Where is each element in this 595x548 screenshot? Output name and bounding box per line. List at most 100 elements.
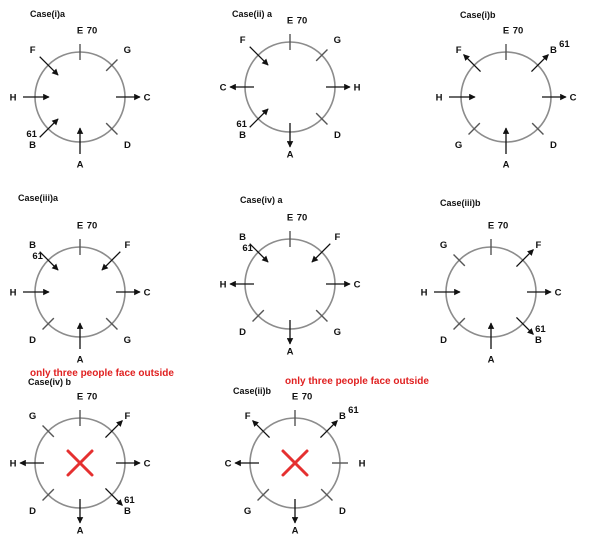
person-f-arrow-inward: [249, 46, 269, 66]
person-a-label: A: [287, 150, 294, 161]
person-e-label: E: [287, 16, 293, 27]
person-f-label: F: [124, 240, 130, 251]
person-d-label: D: [124, 140, 131, 151]
person-f-label: F: [124, 411, 130, 422]
age-label: 61: [32, 251, 43, 262]
person-d-label: D: [239, 327, 246, 338]
person-h-label: H: [220, 280, 227, 291]
person-f-label: F: [240, 35, 246, 46]
age-label: 70: [297, 16, 308, 27]
person-a-label: A: [77, 526, 84, 537]
case-title: Case(i)a: [30, 9, 66, 19]
person-h-label: H: [421, 288, 428, 299]
person-f-label: F: [535, 240, 541, 251]
person-f-arrow-outward: [463, 54, 482, 73]
person-d-label: D: [550, 140, 557, 151]
person-g-tick: [257, 488, 270, 501]
age-label: 70: [87, 26, 98, 37]
person-d-tick: [320, 488, 333, 501]
person-e-label: E: [292, 392, 298, 403]
person-e-label: E: [287, 213, 293, 224]
person-d-label: D: [29, 506, 36, 517]
person-d-tick: [42, 488, 55, 501]
person-d-tick: [42, 317, 55, 330]
person-b-arrow-outward: [104, 487, 123, 506]
person-a-label: A: [77, 160, 84, 171]
case-title: Case(i)b: [460, 10, 496, 20]
person-f-arrow-outward: [515, 249, 534, 268]
person-f-label: F: [456, 45, 462, 56]
person-g-label: G: [244, 506, 251, 517]
person-b-arrow-outward: [530, 54, 549, 73]
person-h-label: H: [10, 459, 17, 470]
age-label: 61: [236, 119, 247, 130]
person-b-label: B: [29, 240, 36, 251]
person-b-arrow-inward: [249, 108, 269, 128]
person-a-label: A: [488, 355, 495, 366]
person-g-tick: [315, 309, 328, 322]
person-f-arrow-outward: [252, 420, 271, 439]
age-label: 70: [297, 213, 308, 224]
case-title: Case(iii)b: [440, 198, 481, 208]
person-g-tick: [105, 317, 118, 330]
person-d-label: D: [339, 506, 346, 517]
person-a-label: A: [503, 160, 510, 171]
person-e-label: E: [77, 221, 83, 232]
person-a-label: A: [287, 347, 294, 358]
note-case-iv-b: only three people face outside: [30, 368, 174, 379]
person-d-tick: [252, 309, 265, 322]
case-title: Case(ii)b: [233, 386, 272, 396]
person-b-label: B: [29, 140, 36, 151]
person-b-arrow-outward: [515, 316, 534, 335]
person-e-label: E: [77, 26, 83, 37]
person-h-label: H: [10, 288, 17, 299]
age-label: 61: [242, 243, 253, 254]
person-g-tick: [42, 425, 55, 438]
person-b-label: B: [550, 45, 557, 56]
person-b-arrow-inward: [39, 118, 59, 138]
case-title: Case(ii) a: [232, 9, 273, 19]
person-g-label: G: [124, 45, 131, 56]
person-c-label: C: [144, 459, 151, 470]
person-b-arrow-outward: [319, 420, 338, 439]
age-label: 70: [87, 221, 98, 232]
person-d-label: D: [29, 335, 36, 346]
person-b-arrow-inward: [249, 243, 269, 263]
person-e-label: E: [488, 221, 494, 232]
person-g-label: G: [440, 240, 447, 251]
person-c-label: C: [225, 459, 232, 470]
person-h-label: H: [10, 93, 17, 104]
person-b-label: B: [535, 335, 542, 346]
person-e-label: E: [503, 26, 509, 37]
person-h-label: H: [359, 459, 366, 470]
person-c-label: C: [220, 83, 227, 94]
person-g-label: G: [29, 411, 36, 422]
person-d-tick: [105, 122, 118, 135]
person-f-arrow-outward: [104, 420, 123, 439]
person-a-label: A: [292, 526, 299, 537]
person-g-label: G: [334, 327, 341, 338]
person-f-arrow-inward: [101, 251, 121, 271]
person-g-label: G: [124, 335, 131, 346]
cross-mark-b: [66, 449, 94, 477]
case-title: Case(iii)a: [18, 193, 59, 203]
person-f-label: F: [245, 411, 251, 422]
person-h-label: H: [354, 83, 361, 94]
person-d-tick: [531, 122, 544, 135]
age-label: 70: [87, 392, 98, 403]
person-d-tick: [453, 317, 466, 330]
person-f-label: F: [30, 45, 36, 56]
person-d-label: D: [440, 335, 447, 346]
person-c-label: C: [555, 288, 562, 299]
person-f-arrow-inward: [39, 56, 59, 76]
person-c-label: C: [144, 93, 151, 104]
person-f-arrow-inward: [311, 243, 331, 263]
person-h-label: H: [436, 93, 443, 104]
age-label: 70: [498, 221, 509, 232]
note-case-ii-b: only three people face outside: [285, 376, 429, 387]
age-label: 61: [124, 495, 135, 506]
